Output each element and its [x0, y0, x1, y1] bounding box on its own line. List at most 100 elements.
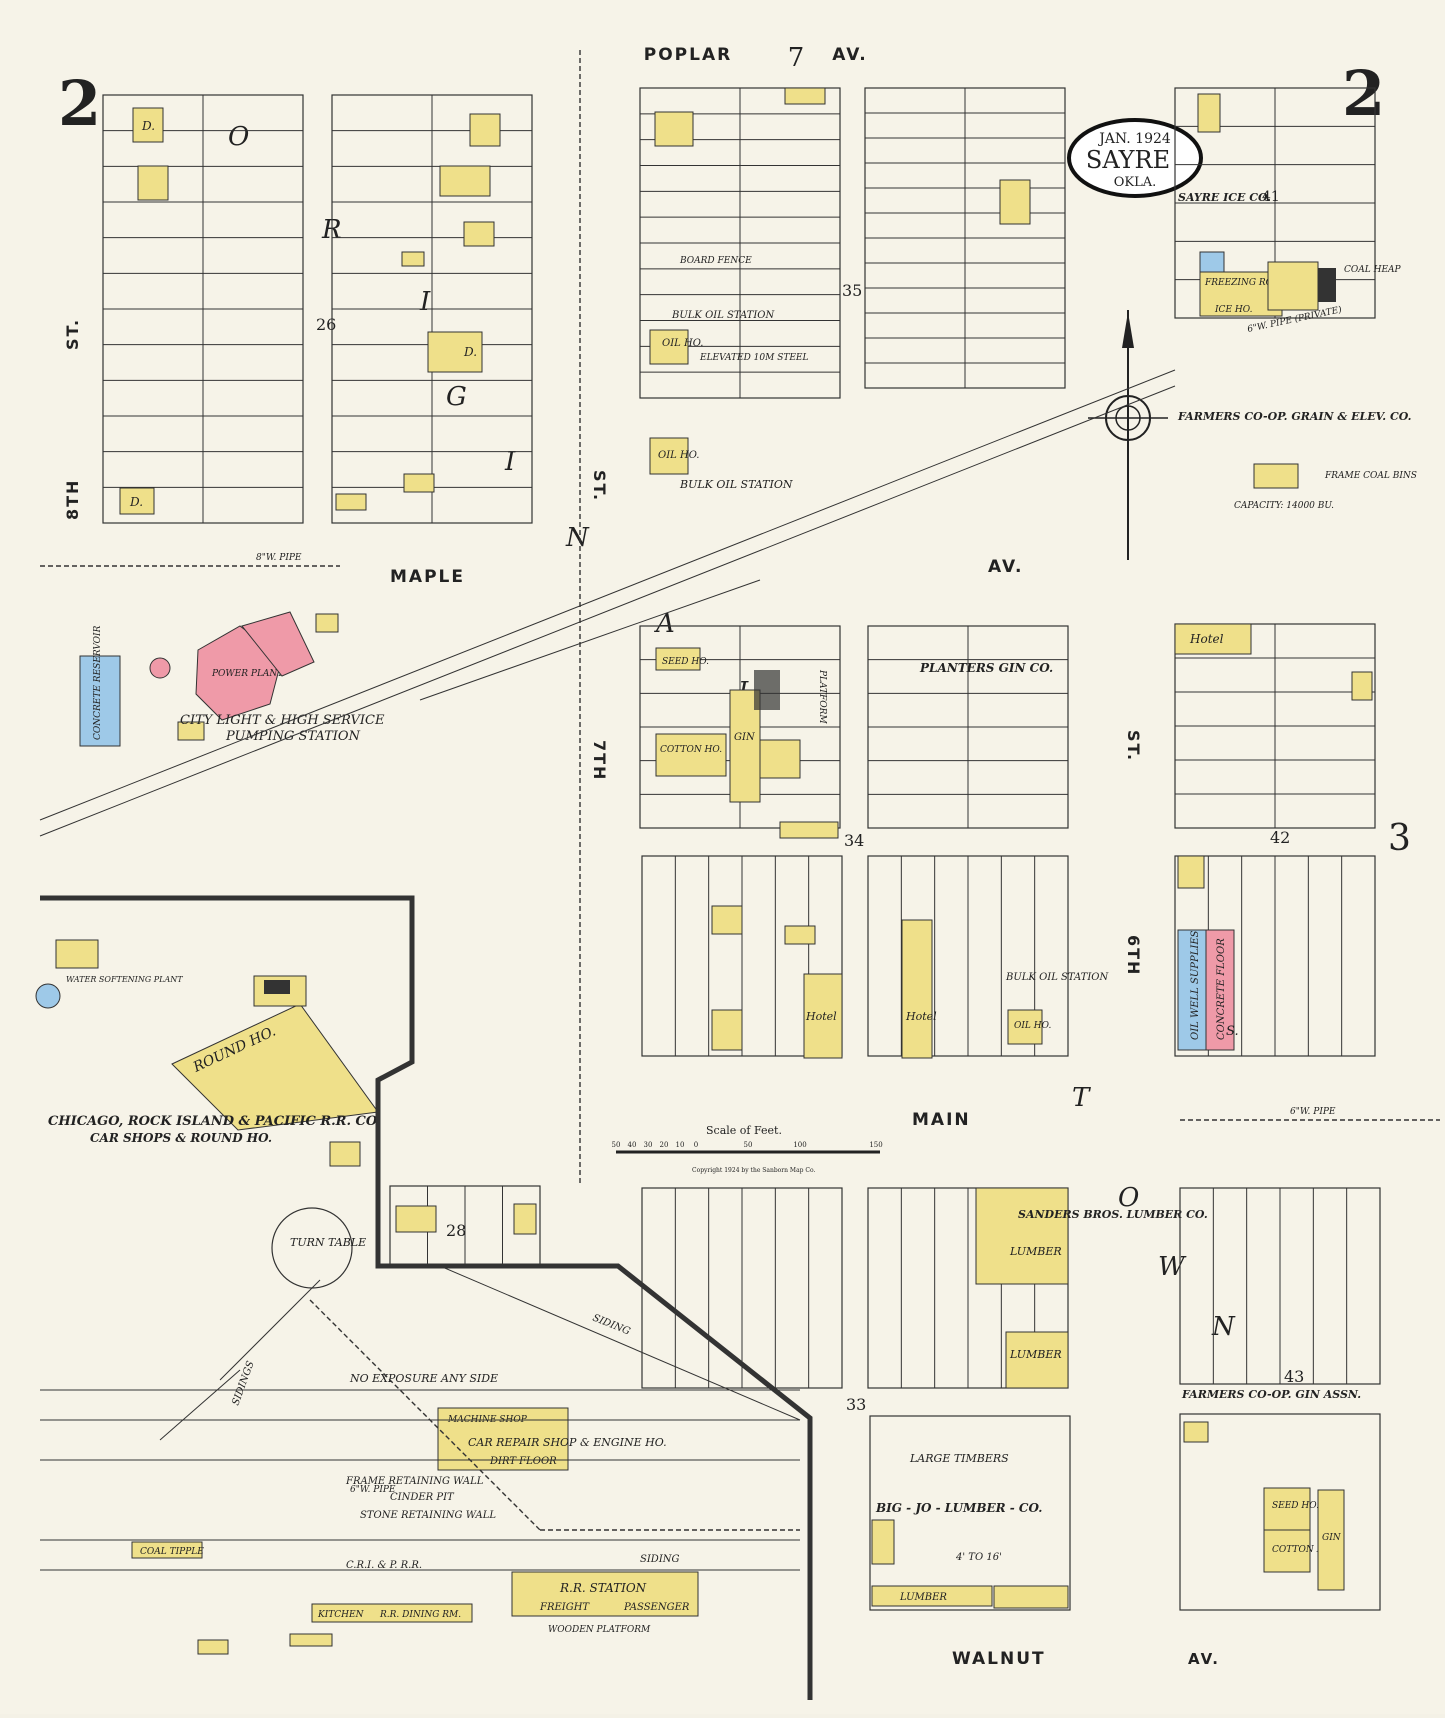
svg-text:COTTON HO.: COTTON HO. [1272, 1545, 1334, 1555]
svg-text:ICE HO.: ICE HO. [1214, 305, 1253, 315]
street-7th-st: ST. [590, 470, 609, 502]
original-town-letter: W [1158, 1252, 1187, 1282]
compass-rose [1088, 310, 1168, 560]
svg-text:Hotel: Hotel [1189, 632, 1224, 646]
svg-text:CONCRETE FLOOR: CONCRETE FLOOR [1216, 938, 1227, 1040]
svg-text:COAL HEAP: COAL HEAP [1344, 265, 1402, 275]
svg-text:LUMBER: LUMBER [1009, 1245, 1062, 1258]
svg-text:FARMERS CO-OP. GRAIN & ELEV. C: FARMERS CO-OP. GRAIN & ELEV. CO. [1177, 410, 1412, 423]
svg-text:D.: D. [141, 119, 155, 133]
svg-text:Hotel: Hotel [805, 1010, 837, 1023]
svg-text:Hotel: Hotel [905, 1010, 937, 1023]
svg-text:BULK OIL STATION: BULK OIL STATION [1005, 972, 1110, 983]
svg-text:C.R.I. & P. R.R.: C.R.I. & P. R.R. [346, 1560, 422, 1571]
block-41: SAYRE ICE CO. 41 FREEZING ROOM ICE HO. C… [1174, 87, 1402, 319]
svg-text:PUMPING STATION: PUMPING STATION [225, 729, 361, 744]
city-name: SAYRE [1086, 146, 1170, 174]
svg-text:FRAME RETAINING WALL: FRAME RETAINING WALL [345, 1476, 484, 1487]
svg-text:COTTON HO.: COTTON HO. [660, 745, 722, 755]
street-poplar-label: POPLAR [644, 45, 732, 65]
svg-text:SEED HO.: SEED HO. [662, 657, 709, 667]
car-shops-yard: NO EXPOSURE ANY SIDE MACHINE SHOP CAR RE… [131, 1313, 699, 1655]
street-7th-label: 7TH [590, 740, 609, 781]
svg-text:COAL TIPPLE: COAL TIPPLE [140, 1547, 204, 1557]
scale-tick-label: 150 [869, 1141, 882, 1149]
fire-limit-boundary [40, 895, 813, 1700]
block-28: 28 [389, 1185, 541, 1267]
svg-text:POWER PLANT: POWER PLANT [211, 669, 284, 679]
original-town-letter: A [654, 609, 675, 639]
svg-text:FREEZING ROOM: FREEZING ROOM [1204, 278, 1290, 288]
railroad-tracks [39, 369, 1176, 1571]
svg-text:6"W. PIPE: 6"W. PIPE [1290, 1107, 1336, 1117]
svg-text:SEED HO.: SEED HO. [1272, 1501, 1319, 1511]
original-town-letter: G [446, 382, 467, 412]
block-number-35: 35 [842, 281, 862, 300]
svg-text:S.: S. [1226, 1024, 1239, 1039]
svg-text:FREIGHT: FREIGHT [539, 1602, 590, 1613]
block-34: SEED HO. COTTON HO. GIN PLATFORM PLANTER… [639, 625, 1069, 850]
sheet-date: JAN. 1924 [1097, 131, 1171, 147]
svg-text:BOARD FENCE: BOARD FENCE [679, 256, 752, 266]
street-poplar: POPLAR 7 AV. [644, 43, 867, 73]
adjoining-sheet-number: 3 [1388, 818, 1411, 859]
svg-text:WOODEN PLATFORM: WOODEN PLATFORM [548, 1625, 651, 1635]
svg-text:CITY LIGHT & HIGH SERVICE: CITY LIGHT & HIGH SERVICE [180, 713, 385, 728]
svg-text:LUMBER: LUMBER [1009, 1348, 1062, 1361]
svg-text:R.R. DINING RM.: R.R. DINING RM. [379, 1610, 461, 1620]
svg-text:SIDINGS: SIDINGS [230, 1360, 256, 1407]
street-walnut-av: AV. [1188, 1650, 1220, 1668]
scale-tick-label: 100 [793, 1141, 806, 1149]
street-6th-label: 6TH [1124, 935, 1143, 976]
svg-text:CAR SHOPS & ROUND HO.: CAR SHOPS & ROUND HO. [90, 1131, 272, 1145]
scale-tick-label: 20 [660, 1141, 669, 1149]
svg-text:CAPACITY: 14000 BU.: CAPACITY: 14000 BU. [1234, 501, 1334, 511]
svg-text:PLATFORM: PLATFORM [817, 669, 827, 724]
street-walnut-label: WALNUT [952, 1649, 1046, 1669]
block-number-42: 42 [1270, 828, 1290, 847]
block-oil-well-supplies: OIL WELL SUPPLIES CONCRETE FLOOR S. [1174, 855, 1376, 1057]
block-main-north: Hotel Hotel BULK OIL STATION OIL HO. [641, 855, 1110, 1059]
original-town-letter: I [419, 287, 431, 317]
street-8th-st: ST. [63, 318, 82, 350]
svg-text:TURN TABLE: TURN TABLE [290, 1236, 366, 1249]
street-poplar-av: AV. [832, 45, 867, 65]
svg-text:OIL WELL SUPPLIES: OIL WELL SUPPLIES [1190, 930, 1201, 1040]
block-number-33: 33 [846, 1395, 866, 1414]
state-name: OKLA. [1114, 175, 1157, 190]
block-number-28: 28 [446, 1221, 466, 1240]
svg-text:SANDERS BROS. LUMBER CO.: SANDERS BROS. LUMBER CO. [1018, 1208, 1208, 1221]
street-6th-st: ST. [1124, 730, 1143, 762]
original-town-letter: T [1072, 1083, 1091, 1113]
svg-text:D.: D. [129, 495, 143, 509]
sheet-number-right: 2 [1342, 57, 1385, 130]
scale-tick-label: 0 [694, 1141, 698, 1149]
scale-tick-label: 50 [612, 1141, 621, 1149]
svg-text:BULK OIL STATION: BULK OIL STATION [679, 478, 793, 491]
block-43: 43 FARMERS CO-OP. GIN ASSN. SEED HO. COT… [1179, 1187, 1381, 1611]
scale-tick-label: 50 [744, 1141, 753, 1149]
original-town-letter: R [321, 215, 342, 245]
svg-text:4' TO 16': 4' TO 16' [955, 1552, 1002, 1563]
svg-text:CINDER PIT: CINDER PIT [390, 1492, 455, 1503]
original-town-letter: N [1211, 1312, 1236, 1342]
svg-text:D.: D. [463, 345, 477, 359]
scale-label: Scale of Feet. [706, 1124, 782, 1137]
block-33: 33 LARGE TIMBERS BIG - JO - LUMBER - CO.… [846, 1395, 1071, 1611]
svg-text:KITCHEN: KITCHEN [317, 1610, 365, 1620]
svg-text:PASSENGER: PASSENGER [623, 1602, 690, 1613]
block-26: D. D. D. 26 [102, 94, 533, 524]
svg-text:OIL HO.: OIL HO. [662, 338, 703, 349]
svg-text:CHICAGO, ROCK ISLAND & PACIFIC: CHICAGO, ROCK ISLAND & PACIFIC R.R. CO. [48, 1114, 381, 1129]
block-42: Hotel 42 [1174, 623, 1376, 847]
svg-text:ELEVATED 10M STEEL: ELEVATED 10M STEEL [699, 353, 808, 363]
svg-text:WATER SOFTENING PLANT: WATER SOFTENING PLANT [66, 975, 183, 984]
scale-tick-label: 10 [676, 1141, 685, 1149]
svg-text:R.R. STATION: R.R. STATION [559, 1581, 647, 1595]
scale-tick-label: 30 [644, 1141, 653, 1149]
svg-text:NO EXPOSURE ANY SIDE: NO EXPOSURE ANY SIDE [349, 1372, 498, 1385]
city-pumping-station: CONCRETE RESERVOIR POWER PLANT CITY LIGH… [79, 611, 385, 747]
